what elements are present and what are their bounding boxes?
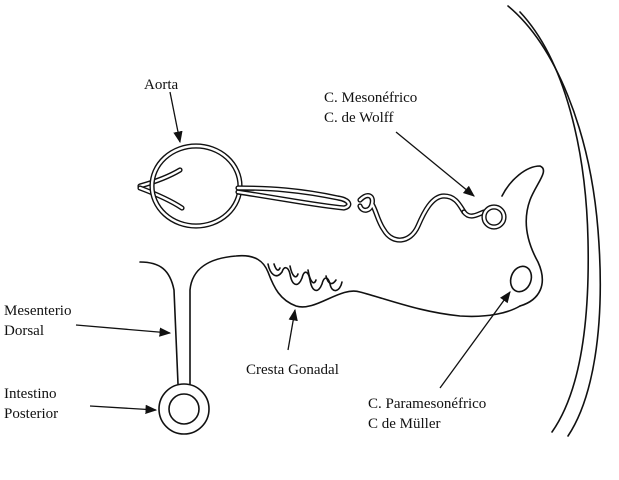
arrow-mesentery: [75, 324, 172, 337]
aorta-structure: [137, 143, 352, 229]
urogenital-fold: [501, 165, 545, 307]
arrow-aorta: [169, 91, 183, 144]
gonadal-contour: [189, 254, 521, 385]
label-paramesonephric-1: C. Paramesonéfrico: [368, 396, 486, 412]
label-mesonephric-2: C. de Wolff: [324, 110, 394, 126]
dorsal-mesentery-contour: [139, 261, 179, 385]
label-mesentery-2: Dorsal: [4, 323, 44, 339]
mesonephric-tubule: [357, 193, 507, 243]
arrow-mesonephric: [395, 131, 475, 197]
label-mesonephric-1: C. Mesonéfrico: [324, 90, 417, 106]
label-intestine-1: Intestino: [4, 386, 57, 402]
label-paramesonephric-2: C de Müller: [368, 416, 441, 432]
paramesonephric-duct: [509, 265, 533, 293]
label-intestine-2: Posterior: [4, 406, 58, 422]
label-gonadal: Cresta Gonadal: [246, 362, 339, 378]
posterior-intestine: [158, 383, 210, 435]
arrow-intestine: [89, 404, 158, 415]
label-mesentery-1: Mesenterio: [4, 303, 71, 319]
label-aorta: Aorta: [144, 77, 178, 93]
gonadal-ridge-folds-inner: [273, 263, 337, 285]
arrow-paramesonephric: [439, 291, 511, 389]
arrow-gonadal: [287, 308, 298, 351]
body-wall-outer: [507, 5, 602, 437]
body-wall-inner: [519, 11, 590, 433]
gonadal-ridge-folds: [267, 263, 343, 292]
